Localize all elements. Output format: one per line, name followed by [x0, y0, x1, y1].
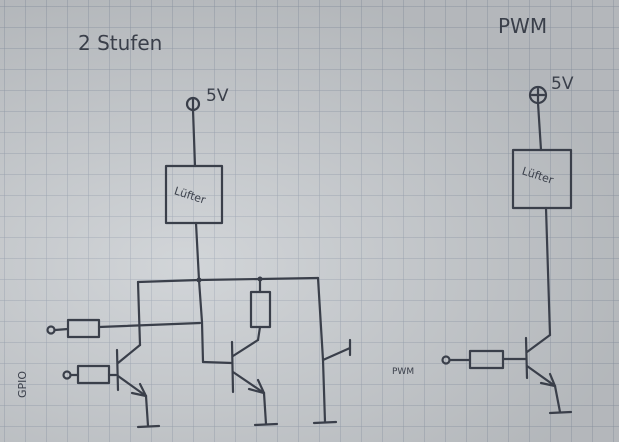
t1-emitter: [116, 374, 148, 398]
wire-gpio1-to-t2-base: [97, 321, 202, 329]
wire-to-t2-base: [201, 360, 234, 365]
wire-supply-to-fan-left: [191, 108, 197, 168]
switch-contact: [321, 346, 352, 362]
wire-t2-to-ground: [262, 391, 268, 426]
wire-gpio1: [53, 327, 70, 332]
ground-switch: [312, 420, 338, 425]
t1-collector: [116, 343, 142, 365]
wire-supply-to-fan-right: [536, 101, 543, 152]
ground-t2: [253, 422, 279, 427]
fan-label-right: Lüfter: [520, 165, 555, 187]
gpio-resistor-1: [66, 318, 101, 339]
pullup-resistor: [249, 290, 272, 329]
pwm-base-resistor: [468, 349, 505, 370]
t2-collector: [231, 338, 260, 358]
bus-wire: [136, 276, 320, 284]
wire-switch-to-ground: [321, 358, 327, 424]
gpio-terminal-1: [46, 325, 56, 335]
wire-t1-to-ground: [144, 394, 150, 428]
wire-pullup-to-t2: [256, 325, 262, 342]
ground-t3: [548, 410, 573, 415]
t2-base-bar: [230, 340, 235, 394]
wire-bus-to-t2-region: [197, 278, 205, 364]
wire-bus-to-switch: [316, 276, 325, 362]
t2-emitter: [231, 370, 266, 395]
t3-collector: [525, 333, 552, 354]
wire-t3-to-ground: [553, 384, 562, 414]
t3-base-bar: [524, 336, 529, 380]
supply-label-right: 5V: [551, 74, 574, 94]
gpio-label: GPIO: [16, 371, 29, 398]
wire-fan-to-bus: [194, 221, 201, 282]
fan-box-left: [164, 164, 224, 225]
wire-fan-to-t3-collector: [544, 206, 552, 337]
fan-label-left: Lüfter: [173, 184, 208, 206]
pwm-input-terminal: [441, 355, 451, 365]
gpio-terminal-2: [62, 370, 72, 380]
heading-two-stages: 2 Stufen: [78, 31, 162, 55]
wire-bus-to-t1-collector: [136, 280, 142, 347]
gpio-resistor-2: [76, 364, 111, 385]
fan-box-right: [511, 148, 573, 210]
t3-emitter: [525, 364, 557, 388]
pwm-input-label: PWM: [392, 367, 414, 377]
supply-label-left: 5V: [206, 86, 229, 106]
t1-base-bar: [115, 348, 120, 392]
heading-pwm: PWM: [498, 14, 547, 38]
ground-t1: [136, 424, 161, 429]
